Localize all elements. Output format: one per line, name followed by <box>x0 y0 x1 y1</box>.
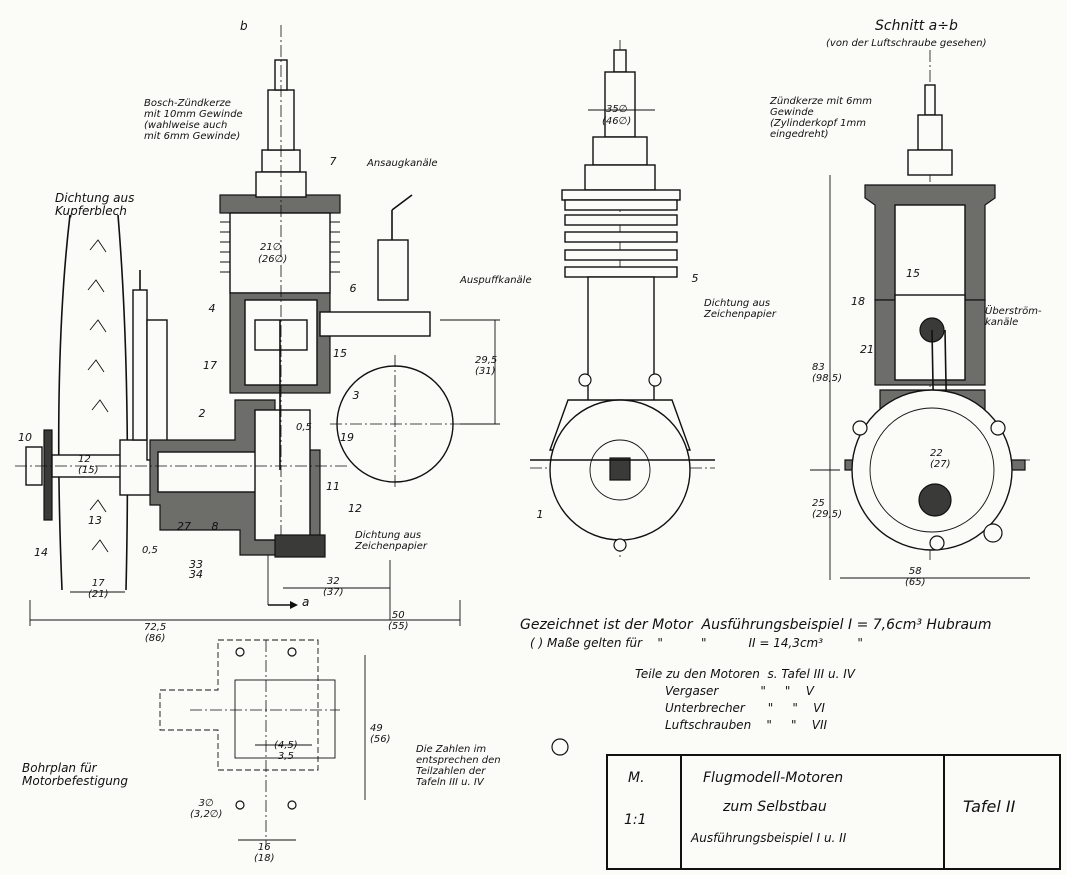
teile-line1: Teile zu den Motoren s. Tafel III u. IV <box>635 667 856 681</box>
cooling-fins <box>219 194 341 294</box>
gezeichnet-line1: Gezeichnet ist der Motor Ausführungsbeis… <box>520 617 992 633</box>
dichtung-kupfer-note: Dichtung aus Kupferblech <box>55 191 135 218</box>
side-section-view <box>15 25 500 626</box>
teile-line2: Vergaser " " V <box>665 684 814 698</box>
bohrplan-label: Bohrplan für Motorbefestigung <box>22 761 129 788</box>
scale-value: 1:1 <box>624 812 647 828</box>
dim-0-5b: 0,5 <box>142 545 158 556</box>
part-number-4: 4 <box>208 302 216 315</box>
gezeichnet-line2: ( ) Maße gelten für " " II = 14,3cm³ " <box>530 636 863 650</box>
dim-58: 58 (65) <box>905 566 926 588</box>
zuendkerze-note: Zündkerze mit 6mm Gewinde (Zylinderkopf … <box>770 96 872 140</box>
teile-line3: Unterbrecher " " VI <box>665 701 825 715</box>
title-line-3: Ausführungsbeispiel I u. II <box>691 831 847 845</box>
part-number-21: 21 <box>860 343 874 356</box>
section-a-b-view <box>810 50 1030 580</box>
title-line-1: Flugmodell-Motoren <box>703 770 844 786</box>
dim-83: 83 (98,5) <box>812 362 843 384</box>
teile-line4: Luftschrauben " " VII <box>665 718 828 732</box>
dim-46: (46∅) <box>602 116 632 127</box>
ueberstrom-label: Überström- kanäle <box>985 306 1042 328</box>
zahlen-note: Die Zahlen im entsprechen den Teilzahlen… <box>416 744 501 788</box>
part-number-3: 3 <box>352 389 360 402</box>
label-a: a <box>302 595 310 609</box>
part-number-10: 10 <box>18 431 32 444</box>
dim-25: 25 (29,5) <box>812 498 843 520</box>
dichtung-zeichen-left: Dichtung aus Zeichenpapier <box>355 530 427 552</box>
part-number-12: 12 <box>348 502 362 515</box>
part-number-5: 5 <box>691 272 699 285</box>
section-subtitle: (von der Luftschraube gesehen) <box>826 38 987 49</box>
title-cell <box>680 756 945 868</box>
dim-12: 12 (15) <box>78 454 99 476</box>
ansaugkanale-label: Ansaugkanäle <box>367 158 438 169</box>
part-number-1: 1 <box>536 508 544 521</box>
part-number-33-34: 33 34 <box>189 558 203 581</box>
part-number-7: 7 <box>329 155 337 168</box>
dim-22: 22 (27) <box>930 448 951 470</box>
bosch-note: Bosch-Zündkerze mit 10mm Gewinde (wahlwe… <box>144 98 243 142</box>
dichtung-zeichen-mid: Dichtung aus Zeichenpapier <box>704 298 776 320</box>
part-number-15-left: 15 <box>333 347 347 360</box>
title-line-2: zum Selbstbau <box>723 799 827 815</box>
front-cooling-fins <box>561 189 681 278</box>
dim-16: 16 (18) <box>254 842 275 864</box>
part-number-27: 27 <box>177 520 191 533</box>
hole-symbol <box>551 738 569 756</box>
part-number-19: 19 <box>340 431 354 444</box>
dim-72-5: 72,5 (86) <box>144 622 167 644</box>
label-b: b <box>240 19 248 33</box>
dim-0-5a: 0,5 <box>296 422 312 433</box>
part-number-17: 17 <box>203 359 217 372</box>
scale-label: M. <box>628 770 645 786</box>
dim-3: 3∅ (3,2∅) <box>190 798 223 820</box>
dim-29-5: 29,5 (31) <box>475 355 498 377</box>
title-block: M. 1:1 Flugmodell-Motoren zum Selbstbau … <box>606 754 1061 870</box>
dim-49: 49 (56) <box>370 723 391 745</box>
dim-26: (26∅) <box>258 254 288 265</box>
dim-35: 35∅ <box>606 104 628 115</box>
dim-17: 17 (21) <box>88 578 109 600</box>
front-view <box>530 40 715 560</box>
dim-4-5: (4,5) 3,5 <box>274 740 298 762</box>
part-number-14: 14 <box>34 546 48 559</box>
part-number-13: 13 <box>88 514 102 527</box>
sheet-label: Tafel II <box>963 797 1016 816</box>
part-number-2: 2 <box>198 407 206 420</box>
part-number-15-right: 15 <box>906 267 920 280</box>
dim-50: 50 (55) <box>388 610 409 632</box>
part-number-11: 11 <box>326 480 340 493</box>
section-title: Schnitt a÷b <box>875 18 958 34</box>
dim-21: 21∅ <box>260 242 282 253</box>
part-number-6: 6 <box>349 282 357 295</box>
part-number-18: 18 <box>851 295 865 308</box>
bolt-plan <box>159 639 366 845</box>
scale-cell <box>608 756 682 868</box>
dim-32: 32 (37) <box>323 576 344 598</box>
auspuffkanale-label: Auspuffkanäle <box>460 275 532 286</box>
part-number-8: 8 <box>211 520 219 533</box>
